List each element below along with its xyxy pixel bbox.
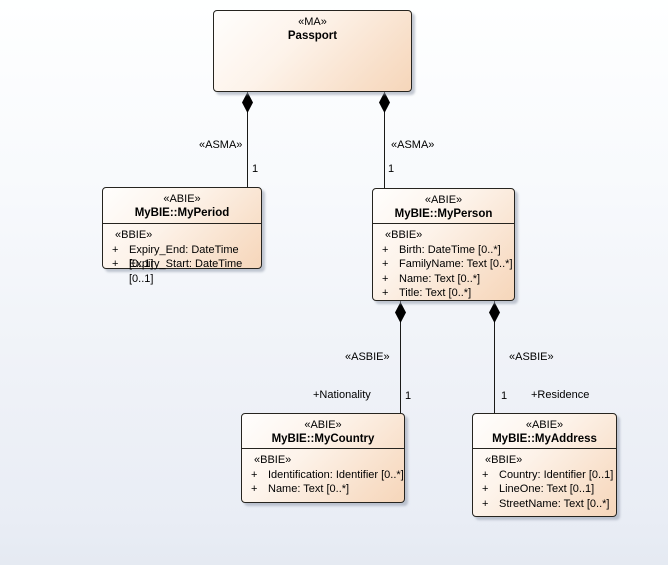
attribute-row[interactable]: + Identification: Identifier [0..*] xyxy=(242,468,404,482)
attributes-compartment: «BBIE» + Country: Identifier [0..1] + Li… xyxy=(473,449,616,511)
attribute-row[interactable]: + Birth: DateTime [0..*] xyxy=(373,243,514,257)
attribute-text: Name: Text [0..*] xyxy=(399,272,481,285)
class-stereotype: «ABIE» xyxy=(424,194,463,206)
connector-multiplicity-label[interactable]: 1 xyxy=(388,163,395,175)
composition-diamond-icon xyxy=(242,92,253,113)
class-name: MyBIE::MyAddress xyxy=(492,433,597,445)
class-name: MyBIE::MyCountry xyxy=(271,433,375,445)
attribute-row[interactable]: + LineOne: Text [0..1] xyxy=(473,482,616,496)
class-header: «ABIE» MyBIE::MyCountry xyxy=(242,414,404,449)
attributes-compartment: «BBIE» + Identification: Identifier [0..… xyxy=(242,449,404,497)
attribute-row[interactable]: + Country: Identifier [0..1] xyxy=(473,468,616,482)
visibility-marker: + xyxy=(251,483,258,496)
visibility-marker: + xyxy=(112,244,119,256)
visibility-marker: + xyxy=(382,287,389,300)
connector-stereotype-label[interactable]: «ASMA» xyxy=(199,139,243,151)
attribute-text: Identification: Identifier [0..*] xyxy=(268,469,404,481)
attribute-text: Title: Text [0..*] xyxy=(399,287,472,300)
class-header: «ABIE» MyBIE::MyAddress xyxy=(473,414,616,449)
attribute-text: Expiry_End: DateTime [0..1] xyxy=(129,244,239,271)
class-node-myperson[interactable]: «ABIE» MyBIE::MyPerson «BBIE» + Birth: D… xyxy=(372,188,515,301)
visibility-marker: + xyxy=(382,244,389,256)
composition-diamond-icon xyxy=(395,302,406,323)
connector-line[interactable] xyxy=(247,92,249,187)
visibility-marker: + xyxy=(482,469,489,481)
connector-role-label[interactable]: +Residence xyxy=(531,389,590,401)
attribute-row[interactable]: + Name: Text [0..*] xyxy=(373,272,514,286)
class-header: «ABIE» MyBIE::MyPerson xyxy=(373,189,514,224)
visibility-marker: + xyxy=(482,483,489,496)
compartment-stereotype: «BBIE» xyxy=(254,454,292,466)
attributes-compartment: «BBIE» + Birth: DateTime [0..*] + Family… xyxy=(373,224,514,301)
attribute-text: Birth: DateTime [0..*] xyxy=(399,244,501,256)
visibility-marker: + xyxy=(112,258,119,271)
class-stereotype: «ABIE» xyxy=(525,419,564,431)
class-name: MyBIE::MyPerson xyxy=(394,208,493,220)
class-stereotype: «ABIE» xyxy=(304,419,342,431)
class-node-myperiod[interactable]: «ABIE» MyBIE::MyPeriod «BBIE» + Expiry_E… xyxy=(102,187,262,285)
attribute-row[interactable]: + Expiry_End: DateTime [0..1] xyxy=(103,243,261,271)
class-name: Passport xyxy=(287,30,338,42)
visibility-marker: + xyxy=(382,258,389,271)
connector-line[interactable] xyxy=(384,92,386,188)
attribute-text: Name: Text [0..*] xyxy=(268,483,350,496)
class-node-myaddress[interactable]: «ABIE» MyBIE::MyAddress «BBIE» + Country… xyxy=(472,413,617,517)
attribute-text: FamilyName: Text [0..*] xyxy=(399,258,513,271)
attribute-text: StreetName: Text [0..*] xyxy=(499,497,610,510)
attributes-compartment: «BBIE» + Expiry_End: DateTime [0..1] + E… xyxy=(103,224,261,285)
visibility-marker: + xyxy=(251,469,258,481)
composition-diamond-icon xyxy=(489,302,500,323)
class-stereotype: «ABIE» xyxy=(163,193,201,205)
connector-stereotype-label[interactable]: «ASBIE» xyxy=(509,351,554,363)
class-header: «MA» Passport xyxy=(214,11,411,44)
attribute-row[interactable]: + StreetName: Text [0..*] xyxy=(473,497,616,511)
attribute-text: Expiry_Start: DateTime [0..1] xyxy=(129,258,243,285)
compartment-stereotype: «BBIE» xyxy=(485,454,523,466)
attribute-text: LineOne: Text [0..1] xyxy=(499,483,595,496)
visibility-marker: + xyxy=(382,272,389,285)
attribute-text: Country: Identifier [0..1] xyxy=(499,469,614,481)
class-header: «ABIE» MyBIE::MyPeriod xyxy=(103,188,261,224)
composition-diamond-icon xyxy=(379,92,390,113)
connector-line[interactable] xyxy=(494,301,496,413)
connector-multiplicity-label[interactable]: 1 xyxy=(501,390,508,402)
class-node-mycountry[interactable]: «ABIE» MyBIE::MyCountry «BBIE» + Identif… xyxy=(241,413,405,503)
connector-multiplicity-label[interactable]: 1 xyxy=(405,390,412,402)
attribute-row[interactable]: + FamilyName: Text [0..*] xyxy=(373,257,514,271)
class-name: MyBIE::MyPeriod xyxy=(134,207,230,219)
connector-multiplicity-label[interactable]: 1 xyxy=(252,163,259,175)
connector-role-label[interactable]: +Nationality xyxy=(313,389,371,401)
class-stereotype: «MA» xyxy=(298,16,327,28)
connector-stereotype-label[interactable]: «ASMA» xyxy=(391,139,435,151)
attribute-row[interactable]: + Name: Text [0..*] xyxy=(242,482,404,496)
compartment-stereotype: «BBIE» xyxy=(385,229,423,241)
compartment-stereotype: «BBIE» xyxy=(115,229,153,241)
connector-line[interactable] xyxy=(400,301,402,413)
attribute-row[interactable]: + Expiry_Start: DateTime [0..1] xyxy=(103,257,261,285)
visibility-marker: + xyxy=(482,497,489,510)
connector-stereotype-label[interactable]: «ASBIE» xyxy=(345,351,390,363)
attribute-row[interactable]: + Title: Text [0..*] xyxy=(373,286,514,300)
class-node-passport[interactable]: «MA» Passport xyxy=(213,10,412,92)
